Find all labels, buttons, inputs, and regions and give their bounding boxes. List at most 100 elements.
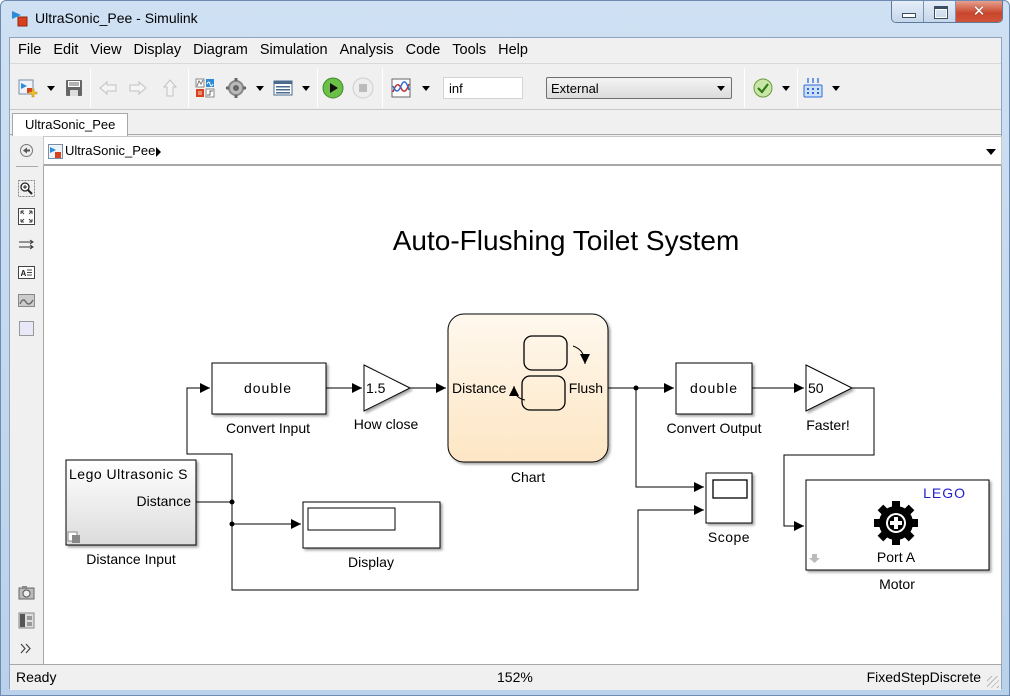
block-convert-input[interactable]: double Convert Input (211, 362, 327, 436)
library-browser-icon[interactable] (195, 78, 215, 98)
block-convert-output[interactable]: double Convert Output (667, 362, 762, 436)
toolbar: inf External (10, 63, 1001, 110)
block-label: How close (354, 416, 419, 432)
menu-diagram[interactable]: Diagram (193, 42, 248, 58)
simulink-app-icon (12, 11, 28, 27)
breadcrumb-model[interactable]: UltraSonic_Pee (65, 143, 156, 158)
block-display[interactable]: Display (302, 501, 441, 570)
menu-view[interactable]: View (90, 42, 122, 58)
toolbar-separator (797, 68, 798, 108)
title-bar: UltraSonic_Pee - Simulink ✕ (1, 1, 1009, 37)
model-config-icon[interactable] (226, 78, 246, 98)
forward-icon[interactable] (128, 78, 148, 98)
model-advisor-icon[interactable] (753, 78, 773, 98)
zoom-level: 152% (497, 669, 533, 685)
block-distance-input[interactable]: Lego Ultrasonic S Distance Distance Inpu… (65, 459, 197, 567)
breadcrumb-arrow-icon[interactable] (156, 147, 161, 157)
more-icon[interactable] (18, 640, 35, 657)
stop-icon[interactable] (352, 77, 374, 99)
close-icon: ✕ (972, 2, 986, 20)
window-controls: ✕ (891, 1, 1003, 23)
annotation-icon[interactable]: A (18, 264, 35, 281)
maximize-button[interactable] (924, 1, 956, 22)
lego-brand-text: LEGO (923, 485, 966, 501)
model-advisor-dropdown[interactable] (782, 86, 790, 91)
block-label: Chart (511, 469, 545, 485)
block-faster-gain[interactable]: 50 Faster! (805, 364, 854, 433)
gain-value: 50 (808, 380, 824, 396)
up-icon[interactable] (160, 78, 180, 98)
breadcrumb: UltraSonic_Pee (43, 136, 1002, 166)
block-how-close-gain[interactable]: 1.5 How close (354, 364, 419, 432)
menu-help[interactable]: Help (498, 42, 528, 58)
model-browser-icon[interactable] (18, 612, 35, 629)
status-text: Ready (16, 669, 57, 685)
simulation-mode-select[interactable]: External (546, 77, 732, 99)
diagram-canvas[interactable]: Auto-Flushing Toilet System (43, 166, 1002, 664)
motor-port: Port A (877, 549, 916, 565)
block-label: Convert Input (226, 420, 310, 436)
menu-bar: File Edit View Display Diagram Simulatio… (10, 38, 1001, 62)
branch-point (229, 521, 235, 527)
library-link-icon (67, 531, 80, 543)
toolbar-separator (188, 68, 189, 108)
menu-edit[interactable]: Edit (53, 42, 79, 58)
signal-routing-icon[interactable] (18, 236, 35, 253)
model-explorer-icon[interactable] (273, 78, 293, 98)
new-model-icon[interactable] (18, 78, 38, 98)
stop-time-input[interactable]: inf (443, 77, 523, 99)
block-text: double (244, 380, 292, 396)
block-text: double (690, 380, 738, 396)
resize-grip[interactable] (987, 676, 999, 688)
image-icon[interactable] (18, 292, 35, 309)
status-bar: Ready 152% FixedStepDiscrete (10, 664, 1001, 690)
minimize-button[interactable] (892, 1, 924, 22)
solver-name[interactable]: FixedStepDiscrete (866, 669, 981, 685)
screenshot-icon[interactable] (18, 584, 35, 601)
menu-code[interactable]: Code (405, 42, 441, 58)
block-text: Lego Ultrasonic S (69, 466, 188, 482)
diagram-svg: Auto-Flushing Toilet System (65, 225, 990, 592)
menu-simulation[interactable]: Simulation (259, 42, 328, 58)
tab-ultrasonic-pee[interactable]: UltraSonic_Pee (12, 113, 129, 136)
zoom-icon[interactable] (18, 180, 35, 197)
signal-line[interactable] (231, 502, 704, 591)
back-icon[interactable] (98, 78, 118, 98)
chart-input-port: Distance (452, 380, 507, 396)
data-inspector-dropdown[interactable] (422, 86, 430, 91)
build-icon[interactable] (803, 78, 823, 98)
menu-file[interactable]: File (18, 42, 42, 58)
block-label: Motor (879, 576, 915, 592)
block-label: Display (348, 554, 394, 570)
close-button[interactable]: ✕ (956, 1, 1002, 22)
signal-lines (186, 383, 875, 591)
signal-line[interactable] (783, 387, 875, 531)
signal-line[interactable] (186, 383, 233, 502)
hide-explorer-icon[interactable] (18, 142, 35, 159)
menu-tools[interactable]: Tools (452, 42, 487, 58)
build-dropdown[interactable] (832, 86, 840, 91)
new-model-dropdown[interactable] (47, 86, 55, 91)
menu-analysis[interactable]: Analysis (339, 42, 394, 58)
model-config-dropdown[interactable] (256, 86, 264, 91)
branch-point (633, 385, 639, 391)
branch-point (229, 499, 235, 505)
window-title: UltraSonic_Pee - Simulink (35, 10, 198, 26)
block-scope[interactable]: Scope (705, 472, 753, 545)
toolbar-separator (744, 68, 745, 108)
fit-to-view-icon[interactable] (18, 208, 35, 225)
run-icon[interactable] (322, 77, 344, 99)
area-icon[interactable] (18, 320, 35, 337)
simulation-data-inspector-icon[interactable] (391, 78, 411, 98)
block-motor[interactable]: LEGO Port A (805, 479, 990, 592)
save-icon[interactable] (64, 78, 84, 98)
block-label: Convert Output (667, 420, 762, 436)
left-palette: A (10, 136, 43, 664)
gain-value: 1.5 (366, 380, 386, 396)
breadcrumb-dropdown-icon[interactable] (986, 149, 996, 155)
signal-line[interactable] (635, 388, 704, 492)
block-chart[interactable]: Distance Flush Chart (447, 313, 609, 485)
model-explorer-dropdown[interactable] (302, 86, 310, 91)
menu-display[interactable]: Display (133, 42, 182, 58)
